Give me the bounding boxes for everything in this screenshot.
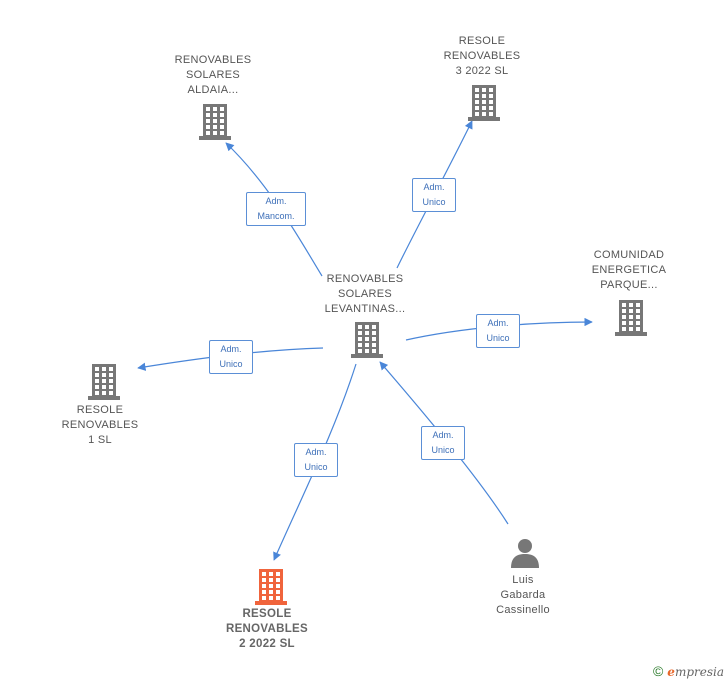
node-label-center[interactable]: RENOVABLES SOLARES LEVANTINAS... <box>324 273 406 315</box>
edge-label-resole1: Adm. Unico <box>209 340 253 374</box>
edge-label-resole2: Adm. Unico <box>294 443 338 477</box>
copyright-symbol: © <box>652 663 664 679</box>
building-icon[interactable] <box>199 104 231 145</box>
node-label-comunidad[interactable]: COMUNIDAD ENERGETICA PARQUE... <box>591 249 667 291</box>
node-label-luis[interactable]: Luis Gabarda Cassinello <box>496 574 550 616</box>
edge-label-aldaia: Adm. Mancom. <box>246 192 306 226</box>
building-icon[interactable] <box>615 300 647 341</box>
edge-label-comunidad: Adm. Unico <box>476 314 520 348</box>
edge-label-luis: Adm. Unico <box>421 426 465 460</box>
edge-label-resole3: Adm. Unico <box>412 178 456 212</box>
building-icon[interactable] <box>88 364 120 405</box>
node-label-resole2[interactable]: RESOLE RENOVABLES 2 2022 SL <box>225 608 309 650</box>
building-icon[interactable] <box>255 569 287 610</box>
person-icon[interactable] <box>510 538 540 573</box>
node-label-resole1[interactable]: RESOLE RENOVABLES 1 SL <box>61 404 139 446</box>
building-icon[interactable] <box>351 322 383 363</box>
building-icon[interactable] <box>468 85 500 126</box>
brand-logo: empresia <box>667 665 724 679</box>
footer-brand: ©empresia <box>653 663 724 679</box>
node-label-aldaia[interactable]: RENOVABLES SOLARES ALDAIA... <box>174 54 252 96</box>
node-label-resole3[interactable]: RESOLE RENOVABLES 3 2022 SL <box>443 35 521 77</box>
